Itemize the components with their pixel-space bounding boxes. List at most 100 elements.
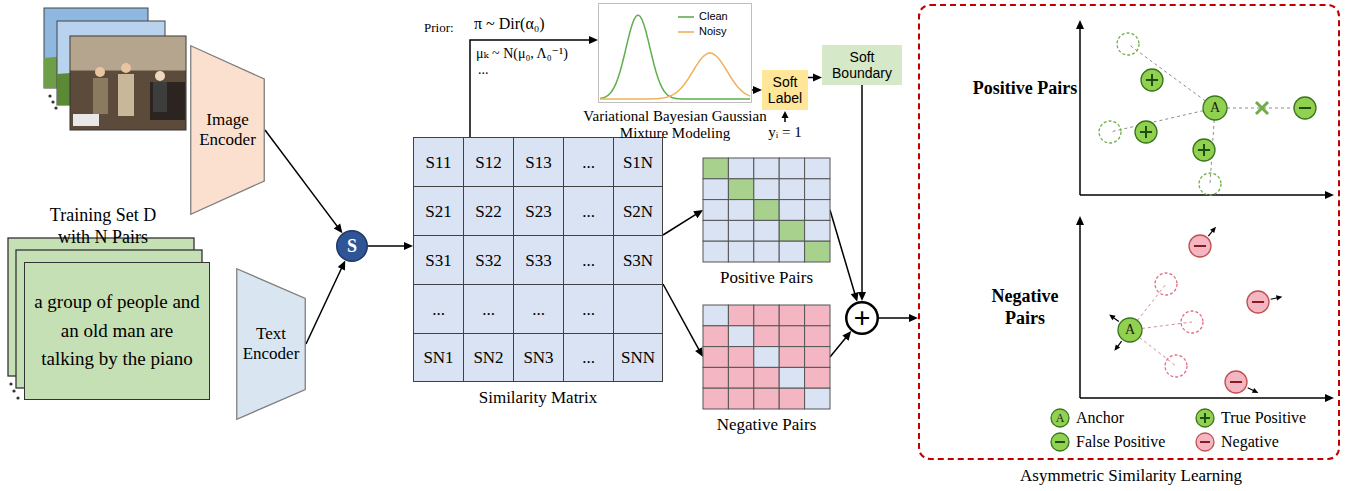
label-holder: Negative Pairs [972,286,1078,329]
connector-line [830,337,847,357]
legend-label: True Positive [1221,408,1306,427]
pair-cell [805,241,830,262]
label-arrow [782,111,789,122]
pair-cell [703,367,728,388]
plus-sign [1140,126,1152,138]
node-label: Soft Boundary [826,49,898,81]
pair-cell [703,388,728,409]
original-position [1165,355,1187,377]
matrix-cell: ... [563,137,614,187]
pair-cell [754,388,779,409]
pair-cell [728,326,753,347]
photo-person [121,63,131,73]
node-heading: Similarity Matrix [413,388,663,408]
stack-dot [12,389,15,392]
legend-label: Anchor [1076,408,1124,427]
image-encoder: Image Encoder [190,45,265,215]
arrowhead [813,74,822,82]
connector [808,74,822,82]
photo-person [95,67,105,77]
text-area: S [336,230,368,262]
photo-sign [73,114,99,126]
cell-text: S3N [623,252,653,269]
matrix-cell: ... [413,284,464,334]
caption-card: a group of people and an old man are tal… [24,262,210,400]
cell-text: SNN [621,349,655,366]
node-label: Soft Label [764,74,806,106]
arrowhead [693,210,703,218]
text-area: Text Encoder [236,268,306,420]
cell-text: S1N [623,154,653,171]
matrix-cell: S33 [513,235,564,285]
marker-disc [1051,433,1069,451]
marker-disc [1196,433,1214,451]
ellipsis: ... [478,62,489,79]
cell-text: S13 [525,154,551,171]
matrix-cell: S32 [463,235,514,285]
matrix-cell: S12 [463,137,514,187]
arrowhead [589,36,598,44]
stack-dot [9,382,12,385]
photo-person [93,78,108,114]
similarity-matrix: Similarity MatrixS11S12S13...S1NS21S22S2… [413,137,663,382]
marker-disc [1141,69,1163,91]
rejected-mark [1256,102,1268,114]
matrix-cell: S31 [413,235,464,285]
cell-text: S21 [425,203,451,220]
heading-holder: Negative Pairs [692,415,842,435]
axis-line [1080,194,1326,196]
legend-label: Negative [1221,432,1279,451]
pair-cell [703,200,728,221]
operator-circle [337,231,368,262]
matrix-cell: ... [463,284,514,334]
node-heading: Variational Bayesian Gaussian Mixture Mo… [582,108,768,143]
pair-cell [728,220,753,241]
anchor-arrow-head [1114,344,1120,350]
photo-person [153,82,167,112]
cell-text: ... [432,301,445,318]
pair-cell [779,158,804,179]
cell-text: ... [582,301,595,318]
matrix-cell: ... [563,186,614,236]
matrix-cell: S23 [513,186,564,236]
fp-marker [1294,97,1316,119]
anchor-arrow-head [1109,314,1115,320]
anchor-marker [1118,318,1142,342]
connector [265,130,342,233]
marker-disc [1118,318,1142,342]
label-holder: A [1203,98,1227,118]
pair-cell [728,200,753,221]
matrix-cell: ... [513,284,564,334]
connector [306,261,345,345]
minus-sign [1200,441,1210,443]
cell-text: ... [482,301,495,318]
minus-sign [1230,381,1242,383]
anchor-letter: A [1118,320,1142,340]
text-area: Soft Boundary [822,45,902,85]
label-holder: π ~ Dir(α₀) [474,14,545,33]
marker-disc [1189,235,1211,257]
text-area: + [845,301,879,335]
marker-disc [1193,139,1215,161]
legend-label: False Positive [1076,432,1165,451]
axis-arrow [1076,216,1084,225]
text-area: Image Encoder [190,45,265,215]
photo-front [70,36,186,130]
node-heading: Positive Pairs [692,268,842,288]
arrowhead [858,292,866,301]
clean-curve [600,15,750,99]
label-holder: Training Set D with N Pairs [38,205,168,248]
legend-item: Clean [676,7,728,27]
heading-holder: Similarity Matrix [413,388,663,408]
stack-dot [51,100,54,103]
pair-cell [728,347,753,368]
matrix-cell: S1N [613,137,663,187]
pair-cell [754,200,779,221]
pair-cell [703,347,728,368]
negative-pairs-matrix-shape [703,305,830,409]
legend-item: True Positive [1195,408,1306,428]
neg-marker [1247,291,1269,313]
pair-cell [779,305,804,326]
pair-cell [703,179,728,200]
